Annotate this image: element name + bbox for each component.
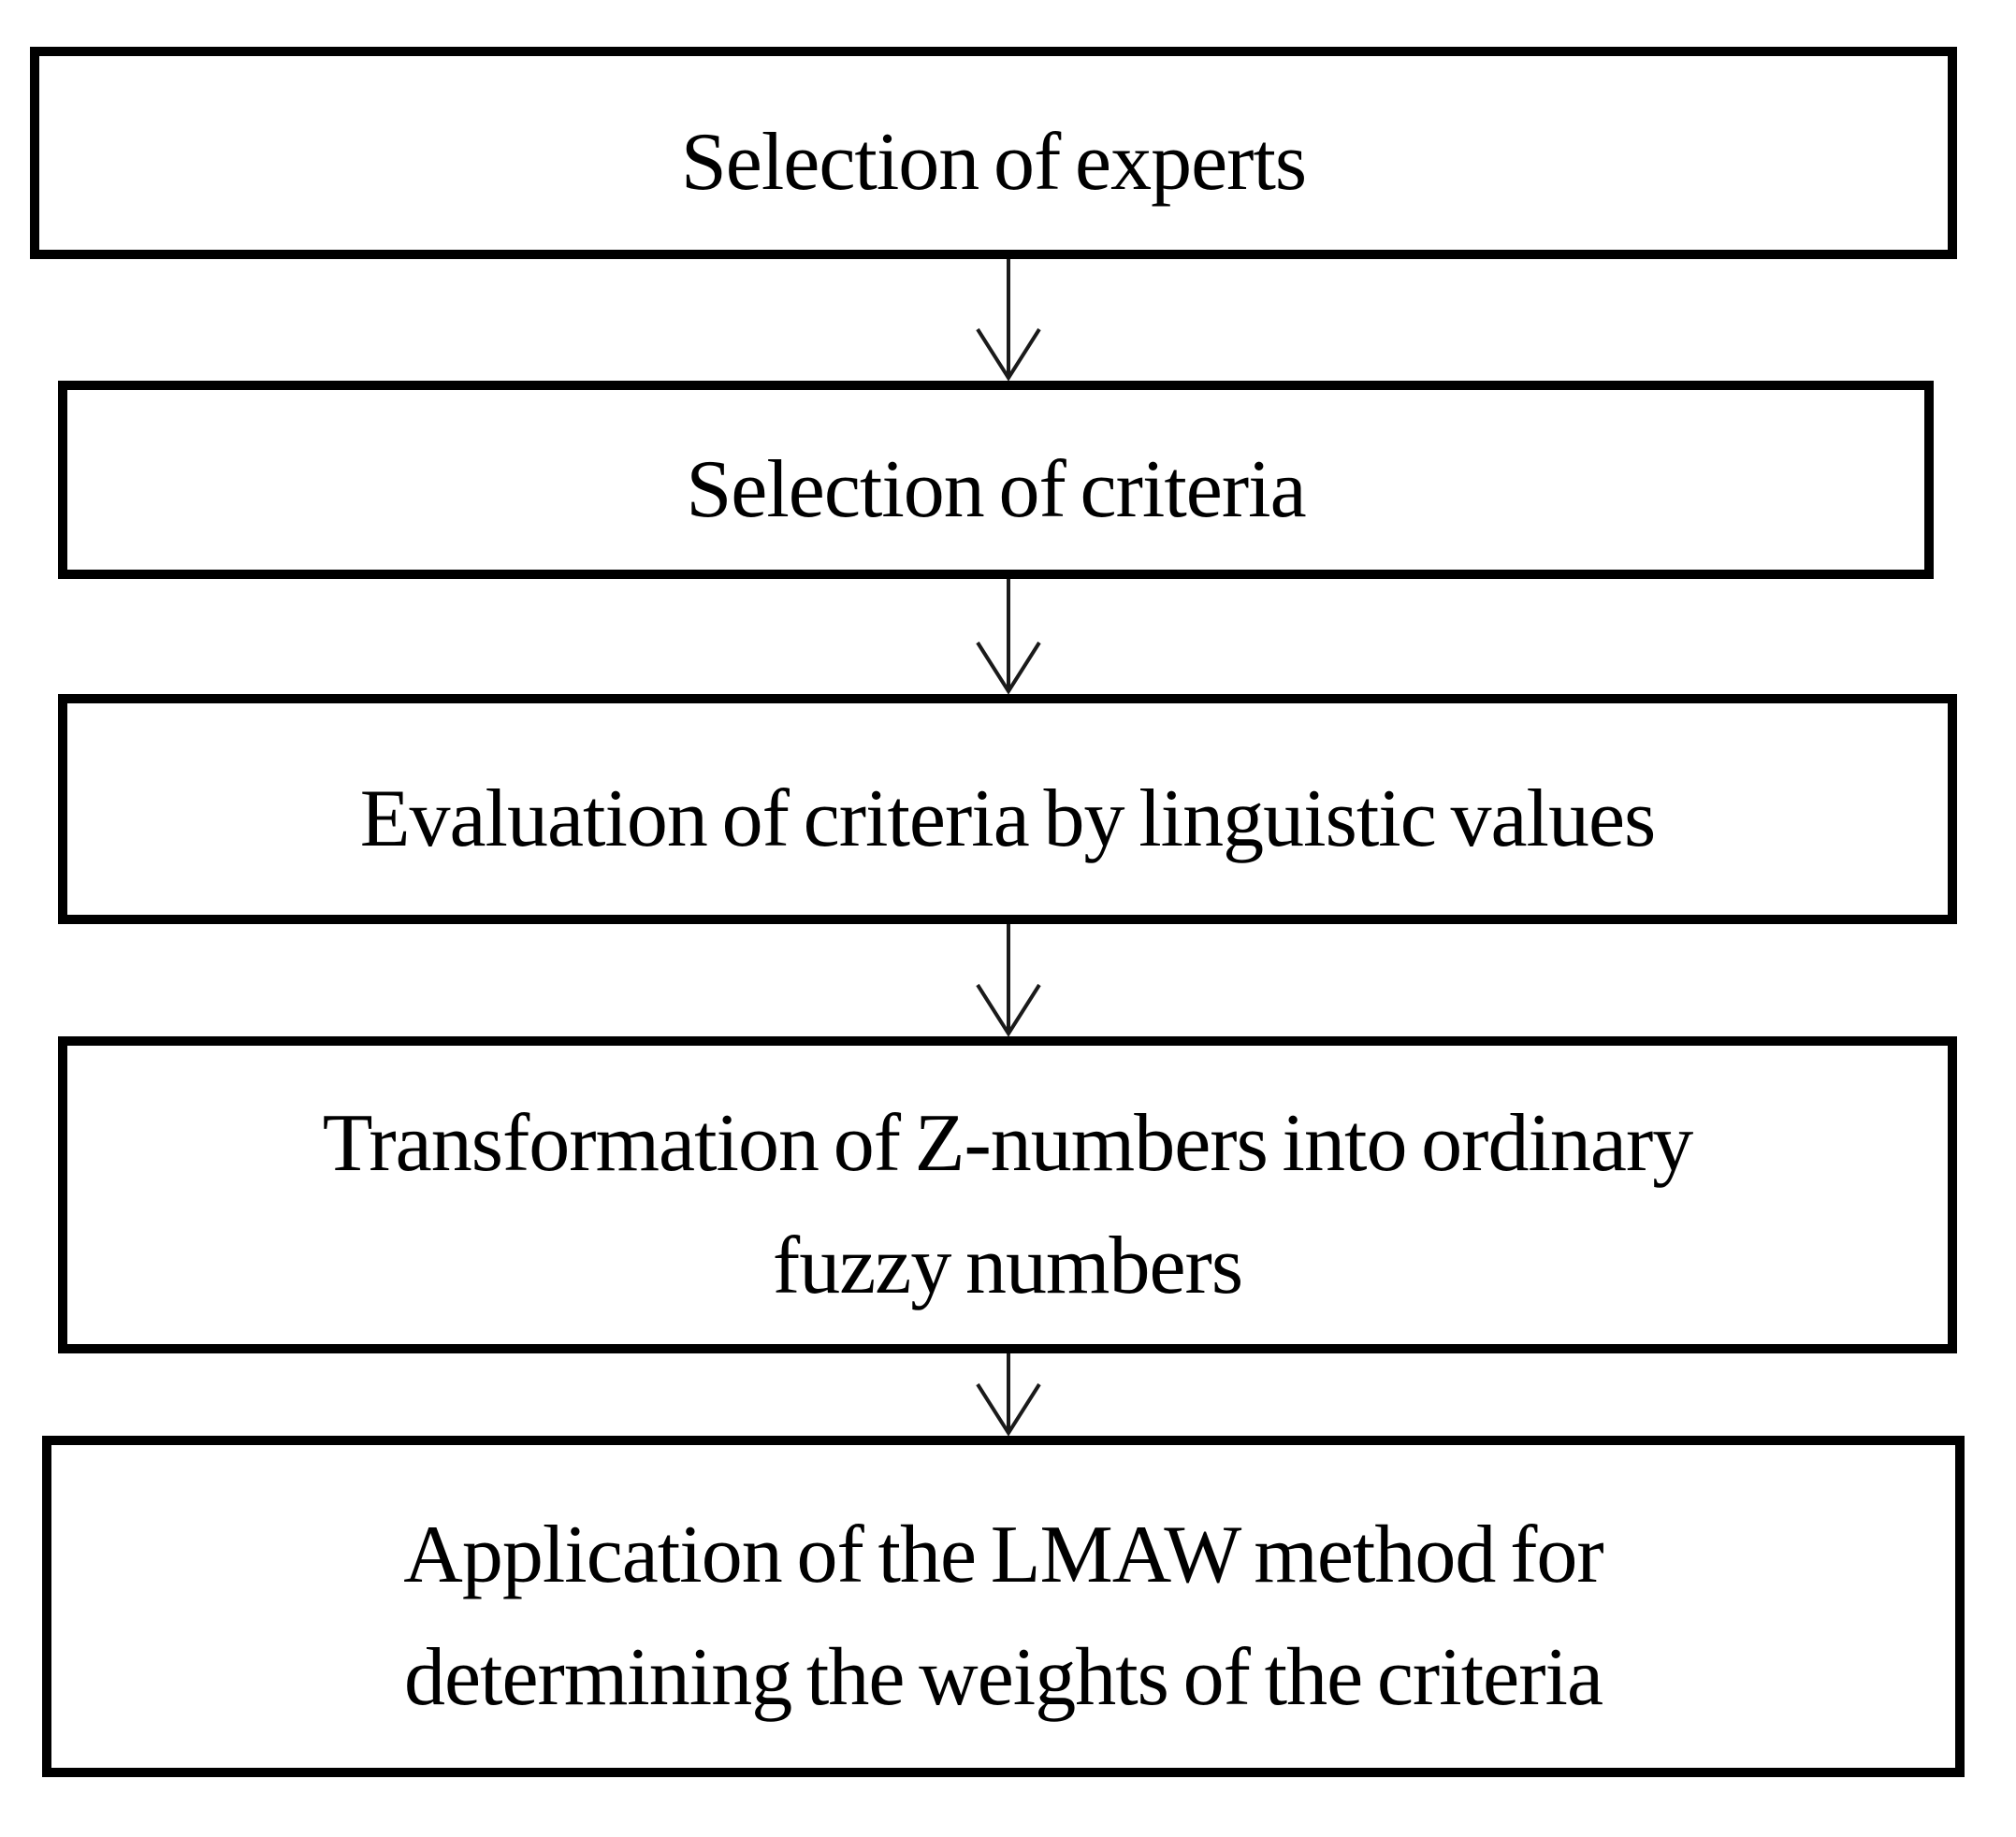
down-arrow-icon [976,1353,1041,1436]
down-arrow-icon [976,259,1041,381]
flow-connector-2-to-3 [966,579,1051,694]
step-label-line-1: Transformation of Z-numbers into ordinar… [322,1098,1694,1190]
step-evaluation-of-criteria: Evaluation of criteria by linguistic val… [58,694,1957,924]
down-arrow-icon [976,579,1041,694]
step-label: Selection of experts [680,117,1307,209]
flow-connector-3-to-4 [966,924,1051,1036]
step-selection-of-criteria: Selection of criteria [58,381,1934,579]
step-label: Selection of criteria [686,443,1306,535]
flow-connector-1-to-2 [966,259,1051,381]
step-application-of-lmaw-method: Application of the LMAW method for deter… [42,1436,1965,1777]
down-arrow-icon [976,924,1041,1036]
step-selection-of-experts: Selection of experts [30,47,1957,259]
step-label-line-2: determining the weights of the criteria [403,1631,1603,1723]
step-label-line-2: fuzzy numbers [772,1220,1243,1311]
step-label-line-1: Application of the LMAW method for [403,1510,1603,1601]
flow-connector-4-to-5 [966,1353,1051,1436]
step-label: Evaluation of criteria by linguistic val… [359,773,1657,864]
step-transformation-of-z-numbers: Transformation of Z-numbers into ordinar… [58,1036,1957,1353]
